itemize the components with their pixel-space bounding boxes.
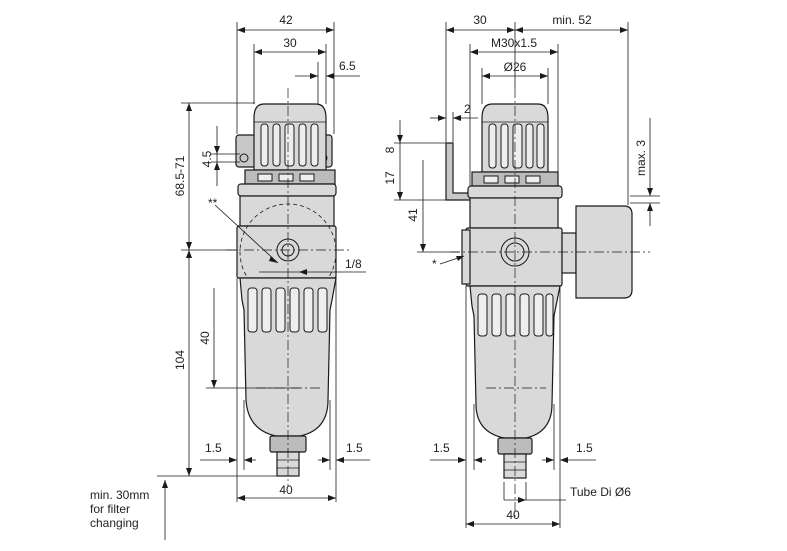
dim-min-52: min. 52 <box>552 13 592 27</box>
dim-side-1-5-left: 1.5 <box>433 441 450 455</box>
filter-note-line2: for filter <box>90 502 130 516</box>
dim-41: 41 <box>406 208 420 222</box>
dim-40-bottom: 40 <box>279 483 293 497</box>
dim-2: 2 <box>464 102 471 116</box>
dim-side-30: 30 <box>473 13 487 27</box>
bracket-hole-left <box>239 153 249 163</box>
l-bracket <box>445 142 471 201</box>
filter-note-line1: min. 30mm <box>90 488 149 502</box>
dim-4-5: 4.5 <box>200 150 214 167</box>
dim-1-8: 1/8 <box>345 257 362 271</box>
double-star-marker: ** <box>208 196 218 210</box>
dim-17: 17 <box>383 171 397 185</box>
dim-1-5-right: 1.5 <box>346 441 363 455</box>
dim-30: 30 <box>283 36 297 50</box>
dim-max-3: max. 3 <box>634 140 648 176</box>
front-view: 42 30 6.5 68.5-71 4.5 ** <box>90 13 370 540</box>
dim-42: 42 <box>279 13 293 27</box>
tube-note: Tube Di Ø6 <box>570 485 631 499</box>
filter-note-line3: changing <box>90 516 139 530</box>
dim-side-1-5-right: 1.5 <box>576 441 593 455</box>
side-view: 30 min. 52 M30x1.5 Ø26 2 8 17 <box>383 13 660 528</box>
dim-1-5-left: 1.5 <box>205 441 222 455</box>
dim-104: 104 <box>173 350 187 370</box>
dim-6-5: 6.5 <box>339 59 356 73</box>
dim-8: 8 <box>383 146 397 153</box>
dim-m30x1-5: M30x1.5 <box>491 36 537 50</box>
dim-d26: Ø26 <box>504 60 527 74</box>
dim-side-40-bottom: 40 <box>506 508 520 522</box>
regulator-body <box>236 225 337 279</box>
single-star-marker: * <box>432 257 437 271</box>
dim-40-vertical: 40 <box>198 331 212 345</box>
dim-68-5-71: 68.5-71 <box>173 155 187 196</box>
side-body <box>465 227 563 287</box>
